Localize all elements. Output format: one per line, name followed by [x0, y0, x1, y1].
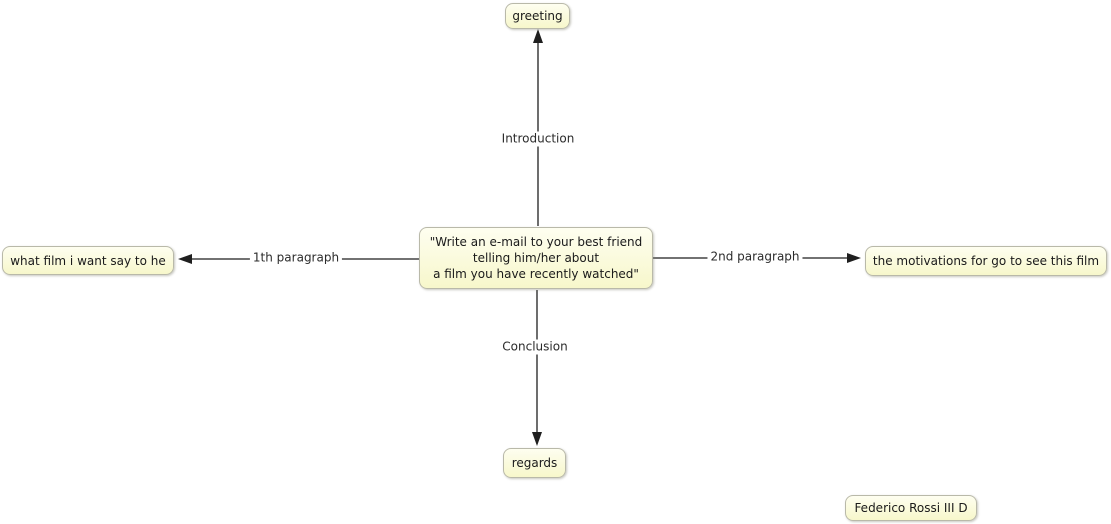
concept-node-author[interactable]: Federico Rossi III D [845, 495, 977, 521]
concept-node-greeting[interactable]: greeting [505, 3, 570, 29]
arrowhead-left-icon [178, 254, 192, 264]
concept-node-regards[interactable]: regards [503, 448, 566, 478]
link-label-introduction[interactable]: Introduction [498, 131, 578, 147]
concept-node-second-topic[interactable]: the motivations for go to see this film [865, 246, 1107, 276]
link-introduction [533, 29, 543, 226]
link-label-first-paragraph[interactable]: 1th paragraph [249, 250, 343, 266]
arrowhead-up-icon [533, 29, 543, 43]
arrowhead-down-icon [532, 432, 542, 446]
link-label-conclusion[interactable]: Conclusion [499, 339, 571, 355]
arrowhead-right-icon [847, 253, 861, 263]
link-label-second-paragraph[interactable]: 2nd paragraph [707, 249, 803, 265]
concept-node-first-topic[interactable]: what film i want say to he [2, 246, 174, 275]
link-conclusion [532, 290, 542, 446]
concept-node-center-task[interactable]: "Write an e-mail to your best friend tel… [419, 227, 653, 289]
